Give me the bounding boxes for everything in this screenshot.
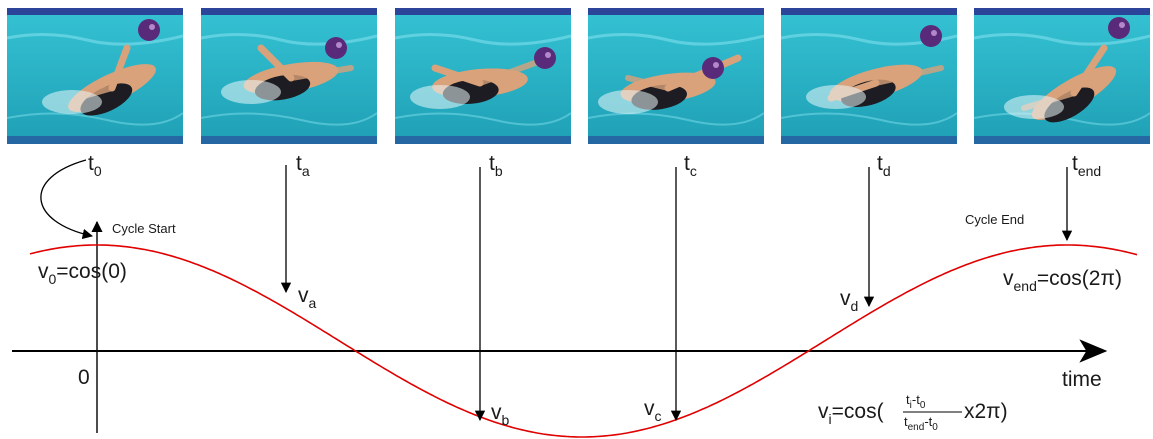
x-axis-label: time bbox=[1062, 368, 1102, 391]
svg-text:vi=cos(: vi=cos( bbox=[818, 400, 884, 427]
fraction-denominator: tend-t0 bbox=[904, 414, 938, 433]
value-label-vb: vb bbox=[491, 401, 510, 428]
equation-v0: v0=cos(0) bbox=[38, 260, 127, 287]
time-label-tc: tc bbox=[684, 152, 697, 179]
time-label-tend: tend bbox=[1072, 152, 1101, 179]
equation-vend: vend=cos(2π) bbox=[1003, 267, 1122, 294]
value-label-vc: vc bbox=[644, 397, 662, 424]
value-label-vd: vd bbox=[840, 287, 858, 314]
general-equation: vi=cos( ti-t0 tend-t0 x2π) bbox=[818, 392, 1008, 433]
cycle-start-label: Cycle Start bbox=[112, 221, 176, 236]
cycle-end-label: Cycle End bbox=[965, 212, 1024, 227]
origin-label: 0 bbox=[78, 366, 90, 389]
time-label-t0: t0 bbox=[88, 152, 102, 179]
curved-arrow bbox=[41, 160, 92, 236]
svg-text:x2π): x2π) bbox=[964, 400, 1008, 423]
fraction-numerator: ti-t0 bbox=[906, 392, 926, 411]
value-label-va: va bbox=[298, 284, 317, 311]
time-label-ta: ta bbox=[296, 152, 310, 179]
time-label-tb: tb bbox=[489, 152, 503, 179]
time-label-td: td bbox=[877, 152, 891, 179]
